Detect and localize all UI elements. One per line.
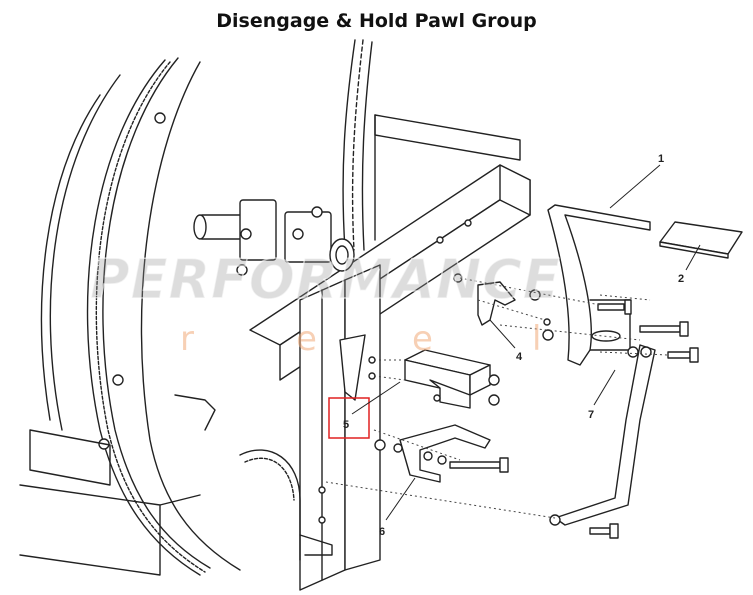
- part-7-link-arm: [549, 344, 656, 539]
- callout-1-label: 1: [658, 153, 664, 165]
- part-1-bracket: [547, 204, 651, 366]
- callout-2[interactable]: 2: [678, 244, 701, 285]
- reel-side-frame: [40, 57, 241, 576]
- watermark-letter-2: e: [296, 319, 317, 359]
- callout-5[interactable]: 5: [328, 381, 401, 439]
- callout-6-label: 6: [379, 526, 385, 538]
- shaft-bearing: [193, 199, 355, 276]
- callout-1[interactable]: 1: [609, 153, 664, 209]
- diagram-title: Disengage & Hold Pawl Group: [216, 10, 537, 32]
- watermark-letter-4: l: [532, 319, 541, 359]
- mounting-post: [299, 264, 381, 591]
- callout-5-label: 5: [343, 419, 349, 431]
- watermark-letter-1: r: [180, 319, 194, 359]
- part-6-clip: [374, 424, 509, 483]
- alignment-lines: [325, 277, 669, 519]
- part-5-hold-pawl: [404, 349, 500, 409]
- callout-7[interactable]: 7: [588, 369, 616, 421]
- watermark-text: PERFORMANCE: [90, 248, 561, 311]
- callout-6[interactable]: 6: [379, 477, 416, 538]
- callout-5-highlight-box: [328, 397, 370, 439]
- callout-7-label: 7: [588, 409, 594, 421]
- watermark: PERFORMANCE r e e l: [89, 247, 561, 359]
- bolt-set-right: [597, 299, 699, 363]
- callout-4-label: 4: [516, 351, 523, 363]
- callout-4[interactable]: 4: [489, 319, 523, 363]
- lower-gear-housing: [19, 394, 333, 576]
- callout-2-label: 2: [678, 273, 684, 285]
- drive-chain: [342, 39, 373, 251]
- part-4-pawl: [453, 273, 554, 341]
- watermark-letter-3: e: [412, 319, 433, 359]
- part-2-plate: [659, 221, 743, 259]
